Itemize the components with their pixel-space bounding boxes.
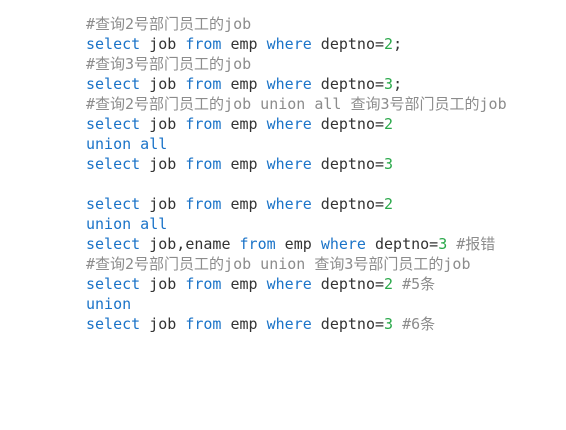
- keyword-token: from: [185, 195, 222, 213]
- comment-token: #报错: [447, 235, 496, 253]
- code-line: select job,ename from emp where deptno=3…: [86, 234, 507, 254]
- text-token: deptno=: [311, 275, 385, 293]
- comment-line: #查询2号部门员工的job: [86, 14, 507, 34]
- code-line: union all: [86, 214, 507, 234]
- keyword-token: select: [86, 35, 141, 53]
- keyword-token: where: [266, 115, 312, 133]
- keyword-token: where: [266, 275, 312, 293]
- keyword-token: select: [86, 275, 141, 293]
- text-token: deptno=: [311, 75, 385, 93]
- number-token: 3: [384, 315, 394, 333]
- keyword-token: select: [86, 195, 141, 213]
- number-token: 2: [384, 195, 394, 213]
- keyword-token: union: [86, 295, 132, 313]
- text-token: job: [140, 195, 186, 213]
- keyword-token: where: [266, 75, 312, 93]
- text-token: emp: [221, 75, 267, 93]
- keyword-token: union all: [86, 215, 168, 233]
- text-token: emp: [221, 155, 267, 173]
- text-token: job: [140, 315, 186, 333]
- keyword-token: union all: [86, 135, 168, 153]
- text-token: deptno=: [311, 315, 385, 333]
- text-token: emp: [275, 235, 321, 253]
- text-token: job: [140, 75, 186, 93]
- keyword-token: from: [185, 115, 222, 133]
- code-line: union: [86, 294, 507, 314]
- keyword-token: where: [266, 35, 312, 53]
- keyword-token: from: [239, 235, 276, 253]
- keyword-token: where: [266, 315, 312, 333]
- text-token: deptno=: [365, 235, 439, 253]
- text-token: deptno=: [311, 155, 385, 173]
- number-token: 3: [438, 235, 448, 253]
- keyword-token: from: [185, 35, 222, 53]
- code-line: select job from emp where deptno=2;: [86, 34, 507, 54]
- comment-token: #5条: [393, 275, 436, 293]
- keyword-token: select: [86, 75, 141, 93]
- comment-text: #查询3号部门员工的job: [86, 55, 252, 73]
- keyword-token: from: [185, 75, 222, 93]
- comment-text: #查询2号部门员工的job union all 查询3号部门员工的job: [86, 95, 507, 113]
- blank-line: [86, 174, 507, 194]
- keyword-token: from: [185, 315, 222, 333]
- code-line: select job from emp where deptno=3;: [86, 74, 507, 94]
- text-token: emp: [221, 195, 267, 213]
- text-token: deptno=: [311, 35, 385, 53]
- text-token: emp: [221, 275, 267, 293]
- text-token: job: [140, 275, 186, 293]
- keyword-token: select: [86, 315, 141, 333]
- text-token: job: [140, 35, 186, 53]
- text-token: emp: [221, 315, 267, 333]
- text-token: emp: [221, 35, 267, 53]
- code-line: select job from emp where deptno=2: [86, 194, 507, 214]
- text-token: deptno=: [311, 195, 385, 213]
- code-line: select job from emp where deptno=3 #6条: [86, 314, 507, 334]
- number-token: 2: [384, 275, 394, 293]
- keyword-token: select: [86, 115, 141, 133]
- text-token: deptno=: [311, 115, 385, 133]
- keyword-token: where: [266, 195, 312, 213]
- keyword-token: where: [320, 235, 366, 253]
- comment-line: #查询3号部门员工的job: [86, 54, 507, 74]
- code-line: select job from emp where deptno=2 #5条: [86, 274, 507, 294]
- text-token: ;: [393, 75, 403, 93]
- keyword-token: from: [185, 155, 222, 173]
- number-token: 3: [384, 155, 394, 173]
- number-token: 2: [384, 35, 394, 53]
- comment-text: #查询2号部门员工的job union 查询3号部门员工的job: [86, 255, 471, 273]
- text-token: ;: [393, 35, 403, 53]
- code-line: union all: [86, 134, 507, 154]
- text-token: job,ename: [140, 235, 240, 253]
- code-line: select job from emp where deptno=2: [86, 114, 507, 134]
- number-token: 2: [384, 115, 394, 133]
- keyword-token: select: [86, 235, 141, 253]
- text-token: emp: [221, 115, 267, 133]
- text-token: job: [140, 155, 186, 173]
- comment-token: #6条: [393, 315, 436, 333]
- code-line: select job from emp where deptno=3: [86, 154, 507, 174]
- keyword-token: select: [86, 155, 141, 173]
- keyword-token: from: [185, 275, 222, 293]
- number-token: 3: [384, 75, 394, 93]
- comment-line: #查询2号部门员工的job union 查询3号部门员工的job: [86, 254, 507, 274]
- comment-text: #查询2号部门员工的job: [86, 15, 252, 33]
- text-token: job: [140, 115, 186, 133]
- comment-line: #查询2号部门员工的job union all 查询3号部门员工的job: [86, 94, 507, 114]
- keyword-token: where: [266, 155, 312, 173]
